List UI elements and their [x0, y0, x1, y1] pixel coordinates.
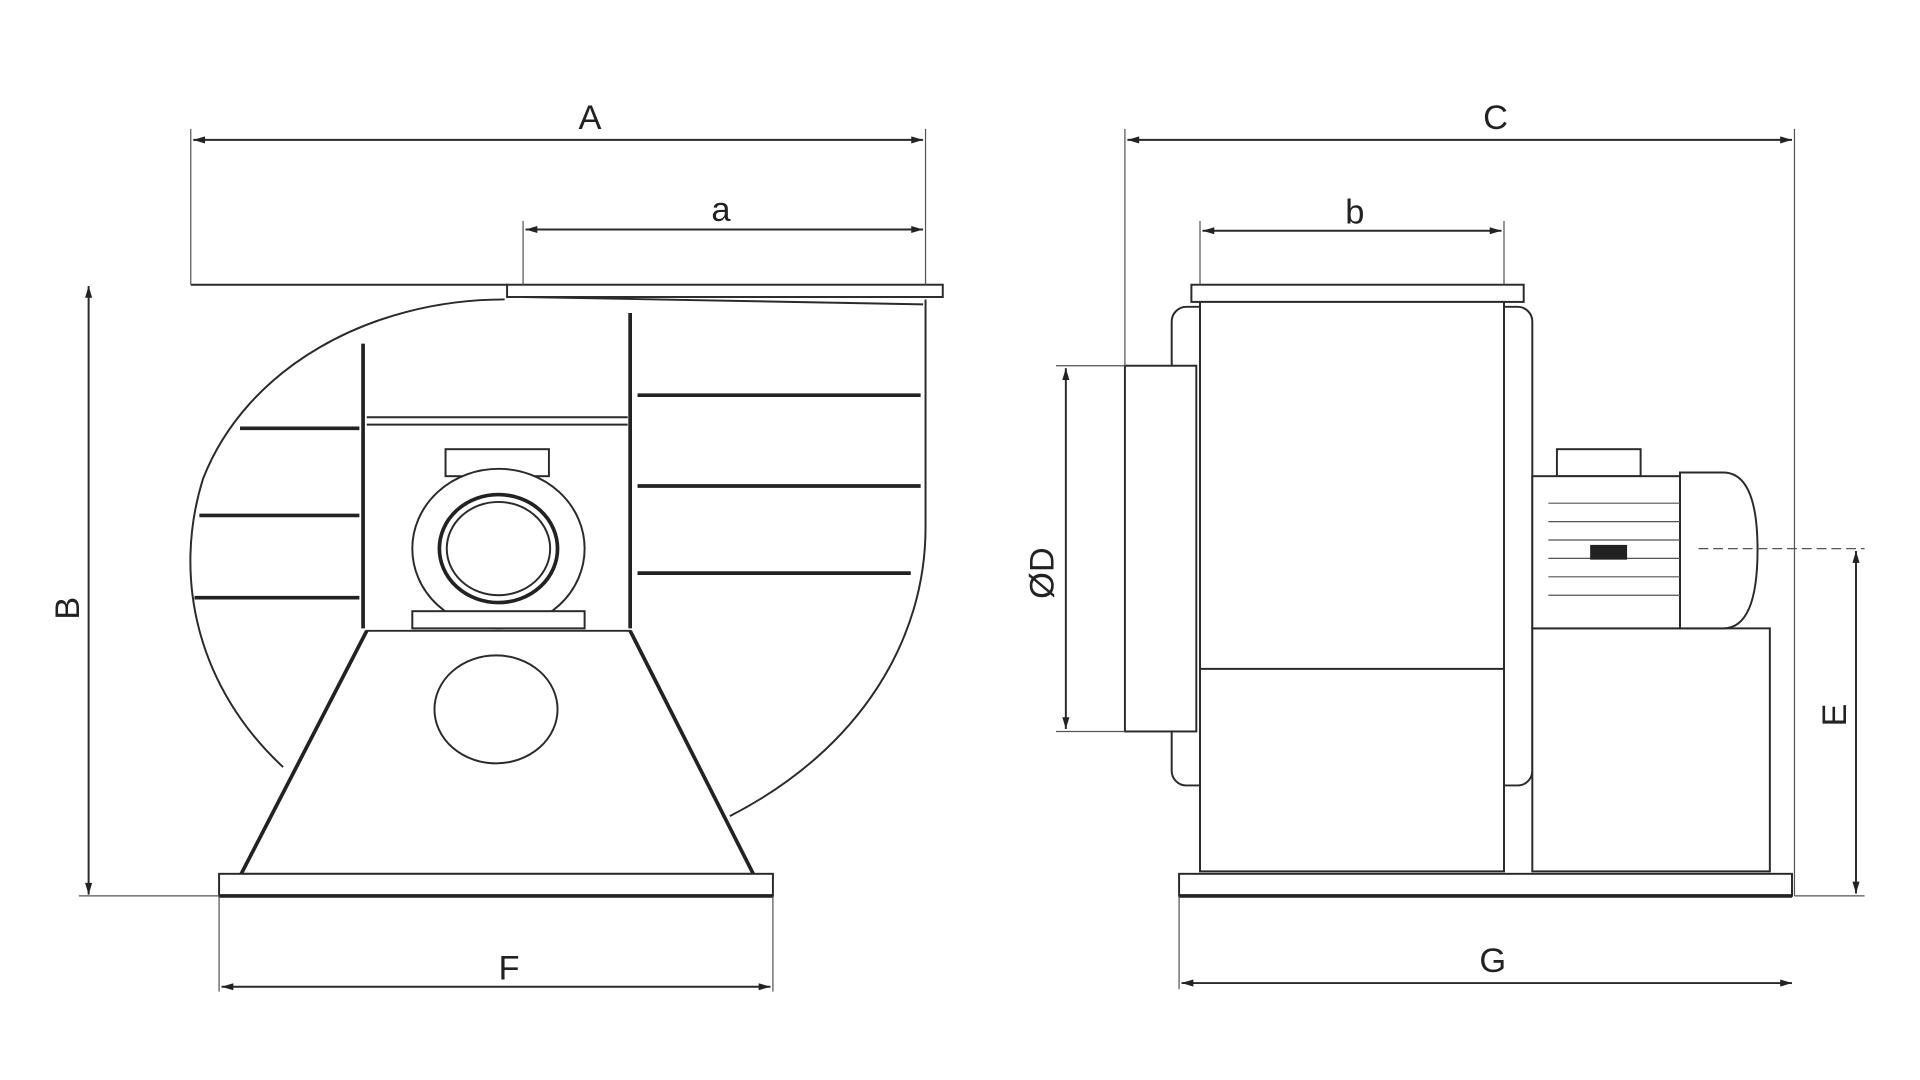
side-view [1123, 283, 1793, 898]
motor-side [1531, 448, 1759, 630]
label-C: C [1483, 99, 1508, 137]
housing-side [1199, 300, 1505, 873]
scroll-housing [189, 298, 927, 818]
label-b: b [1345, 193, 1364, 231]
dimension-lines [78, 128, 1865, 992]
inlet-collar [1123, 364, 1198, 733]
motor-stand [1531, 627, 1771, 873]
dimension-labels: A a B C b ØD E F G [49, 99, 1854, 987]
label-A: A [578, 99, 601, 137]
label-D: ØD [1023, 547, 1061, 599]
pedestal [239, 629, 755, 875]
motor-front [411, 448, 586, 630]
label-B: B [49, 597, 87, 620]
outlet-flange [506, 283, 944, 298]
label-a: a [711, 191, 731, 229]
base-plate [218, 872, 774, 897]
side-base [1178, 872, 1793, 897]
front-view [189, 283, 944, 898]
inlet-opening [433, 654, 559, 765]
label-G: G [1479, 942, 1506, 980]
label-F: F [498, 949, 519, 987]
label-E: E [1816, 704, 1854, 727]
